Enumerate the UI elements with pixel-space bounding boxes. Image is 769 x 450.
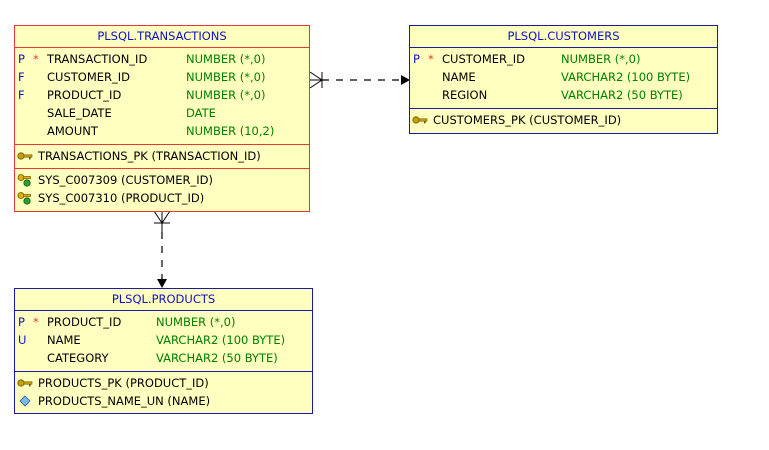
key-text: TRANSACTIONS_PK (TRANSACTION_ID) <box>38 149 261 163</box>
column-name: PRODUCT_ID <box>47 88 122 102</box>
column-name: CUSTOMER_ID <box>47 70 130 84</box>
key-text: SYS_C007309 (CUSTOMER_ID) <box>38 173 213 187</box>
key-text: PRODUCTS_PK (PRODUCT_ID) <box>38 376 209 390</box>
key-row[interactable]: SYS_C007309 (CUSTOMER_ID) <box>15 171 309 189</box>
primary-key-icon <box>412 116 428 124</box>
pk-marker: * <box>33 52 39 66</box>
column-type: DATE <box>186 106 216 120</box>
column-row[interactable]: REGION VARCHAR2 (50 BYTE) <box>410 86 717 104</box>
key-text: SYS_C007310 (PRODUCT_ID) <box>38 191 205 205</box>
column-type: VARCHAR2 (50 BYTE) <box>561 88 683 102</box>
key-row[interactable]: PRODUCTS_PK (PRODUCT_ID) <box>15 374 312 392</box>
column-type: VARCHAR2 (50 BYTE) <box>156 351 278 365</box>
column-flag: F <box>18 88 25 102</box>
column-name: TRANSACTION_ID <box>47 52 148 66</box>
relation-transactions-products[interactable] <box>153 210 171 288</box>
foreign-key-section: SYS_C007309 (CUSTOMER_ID) SYS_C007310 (P… <box>15 169 309 210</box>
table-title: PLSQL.CUSTOMERS <box>410 26 717 48</box>
column-flag: P <box>413 52 420 66</box>
column-row[interactable]: AMOUNT NUMBER (10,2) <box>15 122 309 140</box>
column-name: SALE_DATE <box>47 106 112 120</box>
table-title: PLSQL.TRANSACTIONS <box>15 26 309 48</box>
unique-key-icon <box>19 395 31 407</box>
table-transactions[interactable]: PLSQL.TRANSACTIONS P * TRANSACTION_ID NU… <box>14 25 310 212</box>
pk-marker: * <box>428 52 434 66</box>
column-type: VARCHAR2 (100 BYTE) <box>156 333 286 347</box>
column-type: NUMBER (*,0) <box>186 52 266 66</box>
column-type: NUMBER (*,0) <box>186 88 266 102</box>
column-list: P * CUSTOMER_ID NUMBER (*,0) NAME VARCHA… <box>410 48 717 109</box>
primary-key-icon <box>17 152 33 160</box>
key-row[interactable]: PRODUCTS_NAME_UN (NAME) <box>15 392 312 410</box>
key-row[interactable]: SYS_C007310 (PRODUCT_ID) <box>15 189 309 207</box>
key-text: CUSTOMERS_PK (CUSTOMER_ID) <box>433 113 622 127</box>
column-row[interactable]: P * CUSTOMER_ID NUMBER (*,0) <box>410 50 717 68</box>
column-flag: P <box>18 315 25 329</box>
column-row[interactable]: P * TRANSACTION_ID NUMBER (*,0) <box>15 50 309 68</box>
column-row[interactable]: U NAME VARCHAR2 (100 BYTE) <box>15 331 312 349</box>
relation-transactions-customers[interactable] <box>309 71 410 89</box>
primary-key-section: CUSTOMERS_PK (CUSTOMER_ID) <box>410 109 717 132</box>
column-type: VARCHAR2 (100 BYTE) <box>561 70 691 84</box>
column-name: NAME <box>47 333 81 347</box>
foreign-key-icon <box>17 192 31 205</box>
table-customers[interactable]: PLSQL.CUSTOMERS P * CUSTOMER_ID NUMBER (… <box>409 25 718 134</box>
table-title: PLSQL.PRODUCTS <box>15 289 312 311</box>
primary-key-section: TRANSACTIONS_PK (TRANSACTION_ID) <box>15 145 309 169</box>
key-row[interactable]: CUSTOMERS_PK (CUSTOMER_ID) <box>410 111 717 129</box>
column-flag: F <box>18 70 25 84</box>
foreign-key-icon <box>17 174 31 187</box>
column-flag: U <box>18 333 27 347</box>
table-products[interactable]: PLSQL.PRODUCTS P * PRODUCT_ID NUMBER (*,… <box>14 288 313 414</box>
column-row[interactable]: P * PRODUCT_ID NUMBER (*,0) <box>15 313 312 331</box>
column-type: NUMBER (*,0) <box>561 52 641 66</box>
column-type: NUMBER (*,0) <box>186 70 266 84</box>
column-row[interactable]: CATEGORY VARCHAR2 (50 BYTE) <box>15 349 312 367</box>
column-name: REGION <box>442 88 488 102</box>
column-name: PRODUCT_ID <box>47 315 122 329</box>
column-row[interactable]: NAME VARCHAR2 (100 BYTE) <box>410 68 717 86</box>
key-row[interactable]: TRANSACTIONS_PK (TRANSACTION_ID) <box>15 147 309 165</box>
key-text: PRODUCTS_NAME_UN (NAME) <box>38 394 211 408</box>
primary-key-icon <box>17 379 33 387</box>
key-section: PRODUCTS_PK (PRODUCT_ID) PRODUCTS_NAME_U… <box>15 372 312 413</box>
pk-marker: * <box>33 315 39 329</box>
column-type: NUMBER (10,2) <box>186 124 275 138</box>
column-row[interactable]: F CUSTOMER_ID NUMBER (*,0) <box>15 68 309 86</box>
column-type: NUMBER (*,0) <box>156 315 236 329</box>
column-list: P * PRODUCT_ID NUMBER (*,0) U NAME VARCH… <box>15 311 312 372</box>
column-name: NAME <box>442 70 476 84</box>
column-row[interactable]: F PRODUCT_ID NUMBER (*,0) <box>15 86 309 104</box>
column-row[interactable]: SALE_DATE DATE <box>15 104 309 122</box>
column-flag: P <box>18 52 25 66</box>
column-name: AMOUNT <box>47 124 98 138</box>
column-name: CATEGORY <box>47 351 109 365</box>
column-name: CUSTOMER_ID <box>442 52 525 66</box>
column-list: P * TRANSACTION_ID NUMBER (*,0) F CUSTOM… <box>15 48 309 145</box>
